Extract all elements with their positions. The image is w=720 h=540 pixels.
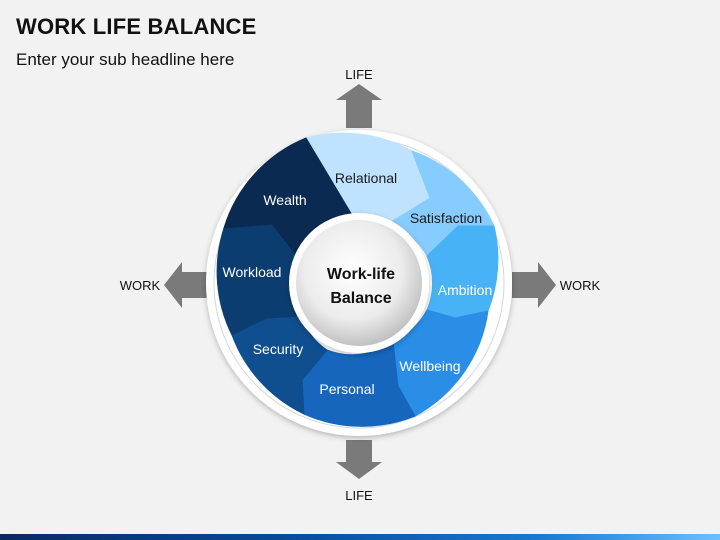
segment-label-relational: Relational — [335, 170, 397, 186]
arrow-right-icon — [512, 262, 556, 308]
page-title: WORK LIFE BALANCE — [16, 14, 257, 39]
arrow-down-icon — [336, 440, 382, 479]
center-label-line2: Balance — [330, 290, 391, 307]
center-label-line1: Work-life — [327, 266, 395, 283]
direction-label-left: WORK — [120, 278, 161, 293]
arrow-left-icon — [164, 262, 208, 308]
segment-label-personal: Personal — [319, 381, 374, 397]
page-subtitle: Enter your sub headline here — [16, 50, 235, 69]
segment-label-wealth: Wealth — [263, 192, 306, 208]
segment-wellbeing — [392, 309, 489, 417]
center-hub — [296, 220, 422, 346]
segment-label-wellbeing: Wellbeing — [399, 358, 460, 374]
segment-label-ambition: Ambition — [438, 282, 492, 298]
direction-label-right: WORK — [560, 278, 601, 293]
segment-label-security: Security — [253, 341, 304, 357]
direction-label-bottom: LIFE — [345, 488, 373, 503]
direction-label-top: LIFE — [345, 67, 373, 82]
bottom-accent-bar — [0, 534, 720, 540]
segment-label-satisfaction: Satisfaction — [410, 210, 482, 226]
segment-label-workload: Workload — [223, 264, 282, 280]
arrow-up-icon — [336, 84, 382, 128]
